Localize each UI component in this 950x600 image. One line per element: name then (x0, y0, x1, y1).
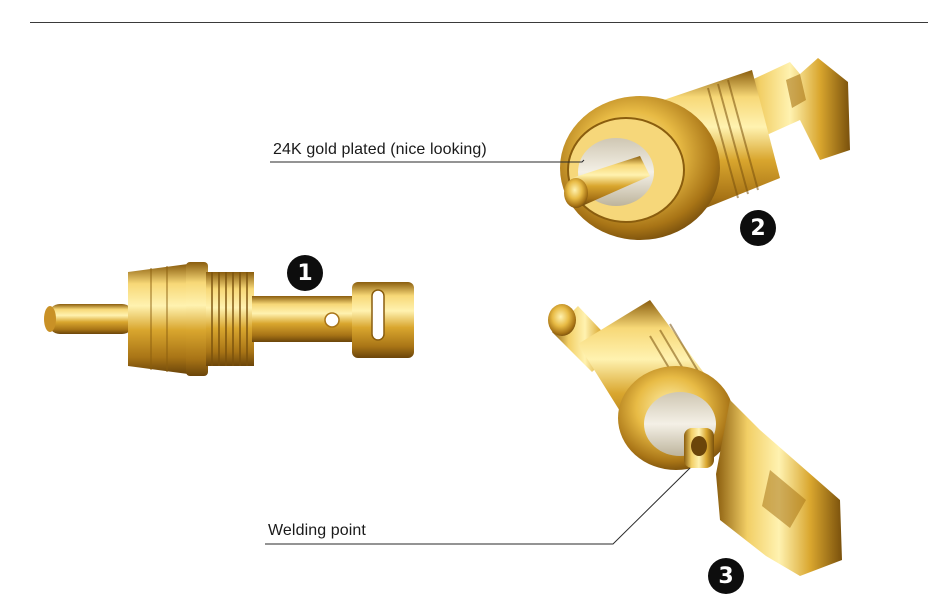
badge-3: 3 (708, 558, 744, 594)
connector-1-image (44, 262, 414, 376)
badge-1: 1 (287, 255, 323, 291)
badge-2: 2 (740, 210, 776, 246)
top-divider (30, 22, 928, 23)
welding-leader (265, 467, 691, 545)
gold-plating-label: 24K gold plated (nice looking) (273, 141, 487, 158)
callout-leaders (265, 159, 691, 545)
connector-3-image (548, 300, 842, 576)
gold-plating-leader (270, 159, 585, 163)
welding-point-label: Welding point (268, 522, 366, 539)
connector-2-image (560, 58, 850, 240)
